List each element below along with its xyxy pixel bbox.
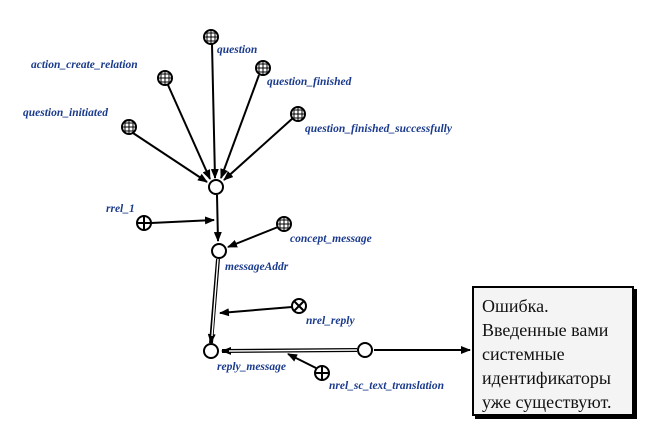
node-question-initiated[interactable] bbox=[121, 119, 137, 135]
label-message-addr: messageAddr bbox=[225, 261, 289, 273]
edge-nrel-reply bbox=[219, 306, 293, 317]
content-line-3: системные bbox=[482, 344, 565, 364]
node-action-create-relation[interactable] bbox=[157, 70, 173, 86]
edge-translation-inner bbox=[228, 349, 358, 352]
edge-question bbox=[210, 43, 219, 179]
edge-question-finished bbox=[220, 74, 260, 179]
node-rrel-1[interactable] bbox=[136, 215, 152, 231]
content-line-5: уже существуют. bbox=[482, 392, 612, 412]
label-nrel-reply: nrel_reply bbox=[306, 315, 355, 327]
node-question-instance[interactable] bbox=[208, 179, 224, 195]
node-question[interactable] bbox=[203, 29, 219, 45]
edge-rrel-1 bbox=[150, 216, 215, 225]
content-line-2: Введенные вами bbox=[482, 320, 609, 340]
edge-question-finished-successfully bbox=[223, 117, 294, 181]
label-rrel-1: rrel_1 bbox=[106, 203, 135, 215]
node-reply-message[interactable] bbox=[203, 343, 219, 359]
edge-message-reply-inner bbox=[211, 258, 219, 337]
content-line-4: идентификаторы bbox=[482, 368, 611, 388]
label-question: question bbox=[217, 44, 257, 56]
node-nrel-sc-text-translation[interactable] bbox=[314, 365, 330, 381]
edge-nrel-sc-text-translation bbox=[287, 353, 317, 369]
node-message-addr[interactable] bbox=[211, 243, 227, 259]
node-nrel-reply[interactable] bbox=[291, 298, 307, 314]
edge-concept-message bbox=[227, 226, 279, 248]
content-box[interactable]: Ошибка. Введенные вами системные идентиф… bbox=[472, 286, 634, 416]
label-question-initiated: question_initiated bbox=[23, 107, 108, 119]
edge-question-initiated bbox=[132, 132, 208, 183]
label-action-create-relation: action_create_relation bbox=[31, 59, 138, 71]
node-question-finished[interactable] bbox=[255, 60, 271, 76]
content-line-1: Ошибка. bbox=[482, 296, 549, 316]
label-concept-message: concept_message bbox=[290, 233, 372, 245]
label-nrel-sc-text-translation: nrel_sc_text_translation bbox=[329, 380, 444, 392]
label-question-finished-successfully: question_finished_successfully bbox=[305, 123, 453, 135]
node-concept-message[interactable] bbox=[276, 216, 292, 232]
node-question-finished-successfully[interactable] bbox=[290, 106, 306, 122]
label-reply-message: reply_message bbox=[217, 361, 286, 373]
node-translation[interactable] bbox=[357, 342, 373, 358]
label-question-finished: question_finished bbox=[267, 76, 352, 88]
edge-action-create-relation bbox=[167, 84, 211, 180]
edge-question-to-message bbox=[213, 194, 222, 242]
